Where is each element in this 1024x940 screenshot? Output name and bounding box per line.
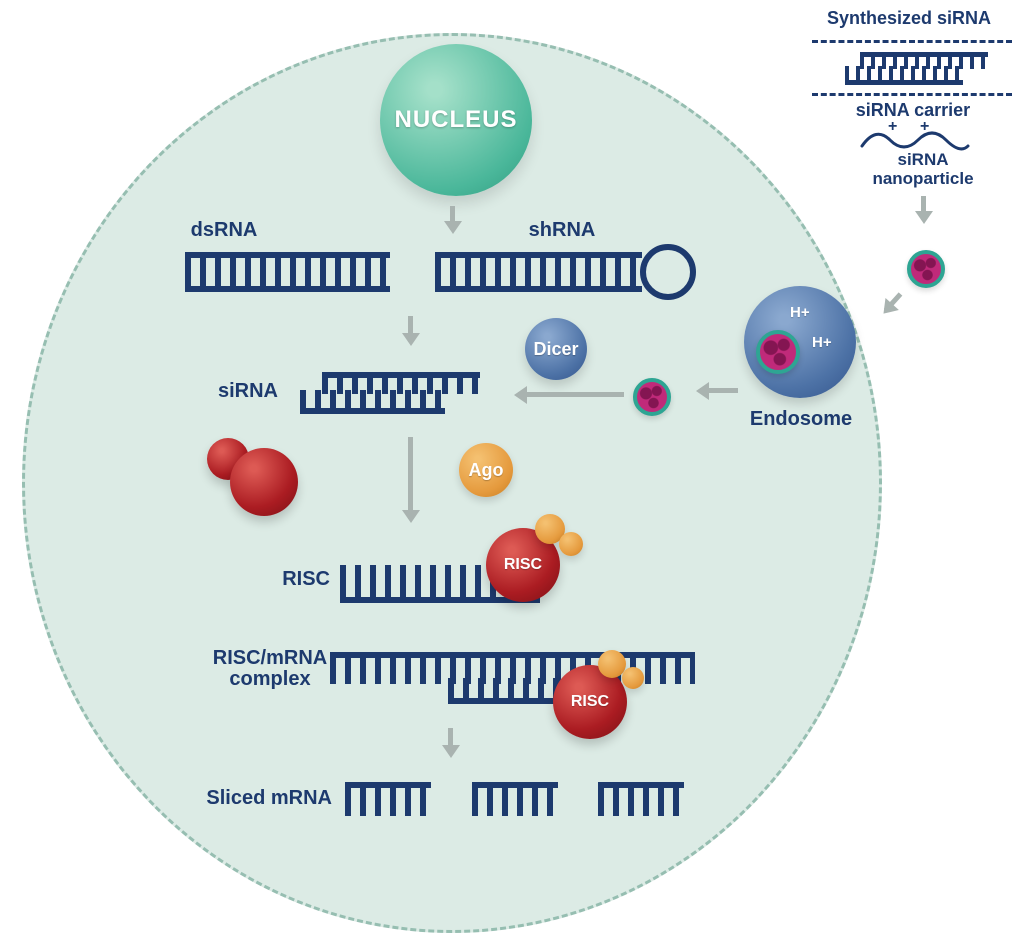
dsrna-ladder — [185, 252, 390, 292]
arrow-endosome-to-nanoparticle — [700, 388, 738, 393]
shrna-loop — [640, 244, 696, 300]
nanoparticle-synthesized — [907, 250, 945, 288]
risc-mrna-complex-label: RISC/mRNA complex — [175, 648, 365, 690]
plus-sign-left: + — [888, 118, 898, 135]
dashed-line-top — [812, 40, 1012, 43]
nucleus-sphere: NUCLEUS — [380, 44, 532, 196]
nucleus-label: NUCLEUS — [394, 106, 518, 133]
dicer-label: Dicer — [533, 338, 579, 359]
ago-label: Ago — [468, 459, 504, 480]
sirna-strand-top — [322, 372, 480, 394]
shrna-ladder — [435, 252, 642, 292]
risc-mrna-complex-label-line2: complex — [229, 668, 311, 690]
arrow-sirna-to-risc — [408, 437, 413, 519]
h-plus-label-2: H+ — [812, 334, 832, 351]
synthesized-sirna-strand-top — [860, 52, 988, 69]
arrow-nucleus-down — [450, 206, 455, 230]
arrow-to-nanoparticle — [921, 196, 926, 220]
ago-subunit-2a — [598, 650, 626, 678]
ago-subunit-1b — [559, 532, 583, 556]
sirna-nanoparticle-label-line2: nanoparticle — [872, 169, 974, 188]
ago-sphere: Ago — [459, 443, 513, 497]
mrna-fragment-1 — [345, 782, 431, 816]
shrna-label: shRNA — [528, 219, 596, 241]
sirna-strand-bottom — [300, 390, 445, 414]
arrow-nanoparticle-to-sirna — [518, 392, 624, 397]
nanoparticle-core — [760, 334, 796, 370]
nanoparticle-cytoplasm — [633, 378, 671, 416]
risc-mrna-complex-label-line1: RISC/mRNA — [212, 647, 328, 669]
h-plus-label-1: H+ — [790, 304, 810, 321]
dashed-line-bottom — [812, 93, 1012, 96]
dsrna-label: dsRNA — [190, 219, 258, 241]
mrna-fragment-2 — [472, 782, 558, 816]
mrna-fragment-3 — [598, 782, 684, 816]
arrow-complex-to-sliced — [448, 728, 453, 754]
risc-sphere-2-label: RISC — [570, 693, 610, 710]
protein-sphere-large — [230, 448, 298, 516]
nanoparticle-core — [911, 254, 941, 284]
endosome-sphere: H+ H+ — [744, 286, 856, 398]
synthesized-sirna-strand-bottom — [845, 66, 963, 85]
arrow-nanoparticle-into-cell — [883, 292, 903, 313]
sirna-carrier-label: siRNA carrier — [855, 100, 971, 120]
sliced-mrna-label: Sliced mRNA — [206, 787, 332, 809]
dicer-sphere: Dicer — [525, 318, 587, 380]
synthesized-sirna-label: Synthesized siRNA — [826, 8, 992, 28]
sirna-nanoparticle-label: siRNA nanoparticle — [823, 150, 1023, 188]
endosome-nanoparticle — [756, 330, 800, 374]
sirna-label: siRNA — [217, 380, 278, 402]
risc-label: RISC — [282, 568, 330, 590]
endosome-label: Endosome — [749, 408, 853, 430]
sirna-nanoparticle-label-line1: siRNA — [897, 150, 949, 169]
carrier-wave — [860, 131, 970, 151]
ago-subunit-2b — [622, 667, 644, 689]
risc-sphere-1-label: RISC — [503, 556, 543, 573]
nanoparticle-core — [637, 382, 667, 412]
arrow-dsrna-to-sirna — [408, 316, 413, 342]
plus-sign-right: + — [920, 118, 930, 135]
